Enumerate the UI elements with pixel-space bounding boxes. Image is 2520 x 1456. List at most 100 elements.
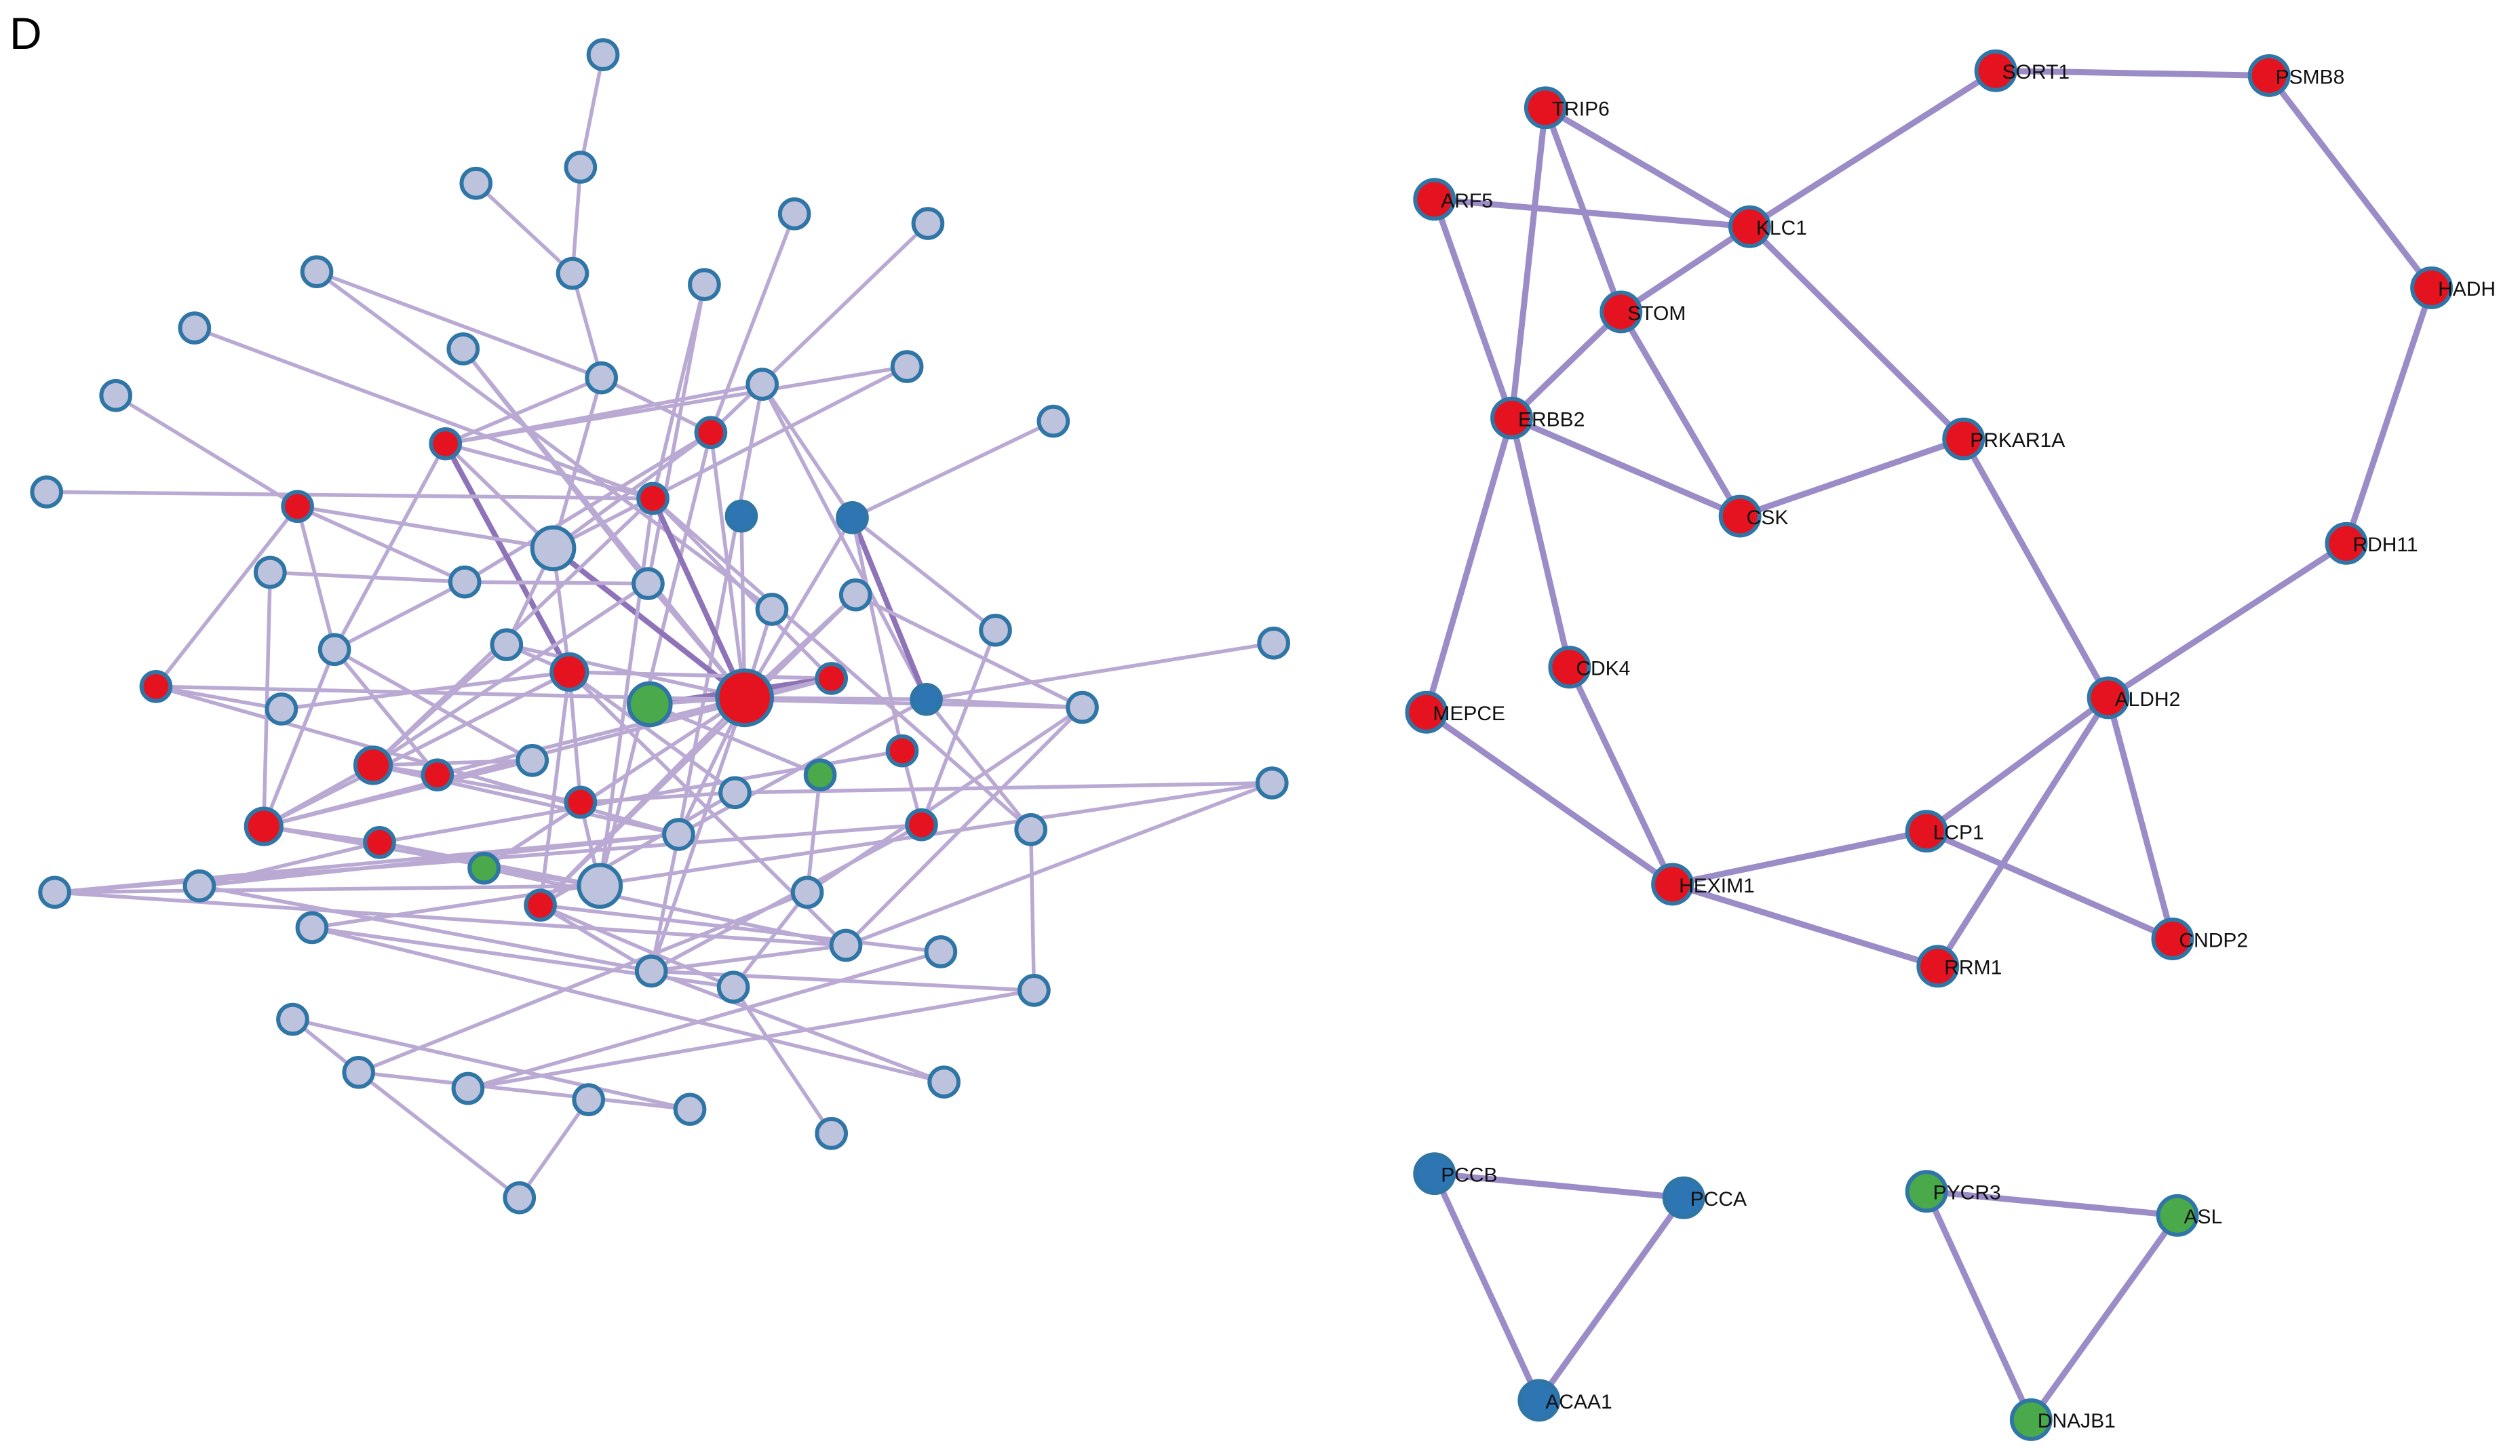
edge-l14-l16 xyxy=(443,382,764,446)
node-l28 xyxy=(836,501,869,534)
edge-l28-l29 xyxy=(850,515,998,633)
node-l42 xyxy=(421,758,454,792)
edge-prkar1a-aldh2 xyxy=(1960,435,2112,701)
node-l62 xyxy=(634,954,668,988)
edge-l62-l64 xyxy=(649,969,1036,993)
node-l47 xyxy=(885,734,919,768)
node-l34 xyxy=(626,681,673,728)
node-cdk4 xyxy=(1548,646,1591,689)
edge-l57-l69 xyxy=(356,890,809,1075)
edge-l14-l28 xyxy=(760,382,855,520)
node-l10 xyxy=(446,332,480,366)
node-label-csk: CSK xyxy=(1747,507,1789,529)
node-dnajb1 xyxy=(2009,1398,2053,1441)
node-l57 xyxy=(790,875,824,909)
node-label-pccb: PCCB xyxy=(1441,1164,1497,1187)
edge-l42-l26 xyxy=(332,648,440,777)
node-l36 xyxy=(910,682,943,716)
right-network-edges xyxy=(1423,67,2435,1423)
edge-l14-l36 xyxy=(760,382,929,702)
edge-l18-l23 xyxy=(295,505,467,584)
node-csk xyxy=(1718,494,1762,538)
node-l8 xyxy=(688,268,721,301)
edge-l23-l24 xyxy=(463,580,651,586)
edge-l11-l19 xyxy=(551,364,909,551)
edge-l18-l33 xyxy=(154,505,300,689)
node-label-dnajb1: DNAJB1 xyxy=(2038,1410,2116,1432)
edge-l23-l25 xyxy=(268,570,467,584)
node-l51 xyxy=(467,851,501,885)
node-l31 xyxy=(755,593,789,626)
node-l11 xyxy=(890,350,924,383)
edge-l41-l49 xyxy=(262,763,375,829)
node-hexim1 xyxy=(1651,863,1694,906)
edge-l30-l32 xyxy=(567,670,834,681)
edge-l62-l67 xyxy=(649,969,946,1084)
edge-l53-l64 xyxy=(1028,827,1036,993)
edge-lcp1-hexim1 xyxy=(1669,828,1930,888)
edge-pycr3-dnajb1 xyxy=(1923,1188,2034,1423)
edge-cdk4-hexim1 xyxy=(1566,664,1676,888)
node-label-hadh: HADH xyxy=(2438,278,2496,300)
node-label-klc1: KLC1 xyxy=(1756,217,1807,239)
node-klc1 xyxy=(1728,205,1771,248)
node-l12 xyxy=(99,378,133,412)
node-label-cndp2: CNDP2 xyxy=(2179,929,2248,951)
node-label-cdk4: CDK4 xyxy=(1576,658,1630,680)
edge-l16-l22 xyxy=(443,441,655,500)
edge-hexim1-rrm1 xyxy=(1669,881,1941,970)
edge-l7-l20 xyxy=(570,271,604,380)
edge-l12-l18 xyxy=(113,393,300,509)
node-l39 xyxy=(1257,626,1290,660)
node-l56 xyxy=(524,888,557,922)
edge-l43-l49 xyxy=(262,758,535,829)
edge-rdh11-aldh2 xyxy=(2105,540,2350,701)
node-l15 xyxy=(694,416,728,450)
edge-l13-l28 xyxy=(850,419,1055,520)
edge-l56-l62 xyxy=(538,903,653,973)
node-pccb xyxy=(1413,1152,1456,1196)
edge-l64-l68 xyxy=(466,988,1036,1090)
edge-klc1-stom xyxy=(1618,223,1753,315)
edge-pccb-pcca xyxy=(1431,1170,1687,1201)
node-l45 xyxy=(718,776,752,810)
edge-mepce-hexim1 xyxy=(1423,709,1676,888)
edge-l1-l2 xyxy=(579,52,605,170)
edge-pccb-acaa1 xyxy=(1431,1170,1543,1404)
node-l44 xyxy=(564,785,598,819)
edge-l59-l65 xyxy=(310,781,1275,930)
node-l16 xyxy=(429,427,463,460)
node-l25 xyxy=(253,555,287,589)
left-network xyxy=(30,38,1290,1215)
edge-l32-l44 xyxy=(567,670,583,804)
edge-l60-l62 xyxy=(649,943,848,973)
node-l55 xyxy=(577,863,623,909)
node-lcp1 xyxy=(1905,810,1948,853)
node-l37 xyxy=(1066,690,1099,724)
edge-l23-l26 xyxy=(332,580,467,652)
edge-aldh2-rrm1 xyxy=(1935,694,2112,970)
edge-l2-l7 xyxy=(570,165,583,275)
node-l14 xyxy=(745,368,779,401)
edge-l44-l45 xyxy=(579,791,737,804)
node-l48 xyxy=(662,818,695,851)
edge-trip6-klc1 xyxy=(1542,104,1753,230)
edge-l69-l73 xyxy=(356,1070,522,1200)
edge-l36-l53 xyxy=(924,697,1033,832)
node-l24 xyxy=(632,567,665,600)
edge-l14-l48 xyxy=(676,382,764,837)
edge-l55-l58 xyxy=(52,884,602,894)
edge-l29-l52 xyxy=(919,628,998,827)
edge-l48-l62 xyxy=(649,832,681,973)
node-label-pycr3: PYCR3 xyxy=(1933,1182,2001,1204)
node-l46 xyxy=(803,758,837,792)
edge-aldh2-lcp1 xyxy=(1923,694,2112,835)
node-l17 xyxy=(30,475,64,509)
edge-erbb2-cdk4 xyxy=(1509,414,1573,671)
node-l13 xyxy=(1036,404,1070,438)
edge-erbb2-mepce xyxy=(1423,414,1515,715)
node-l43 xyxy=(516,744,549,777)
edge-trip6-erbb2 xyxy=(1509,104,1549,421)
node-l18 xyxy=(281,490,314,524)
